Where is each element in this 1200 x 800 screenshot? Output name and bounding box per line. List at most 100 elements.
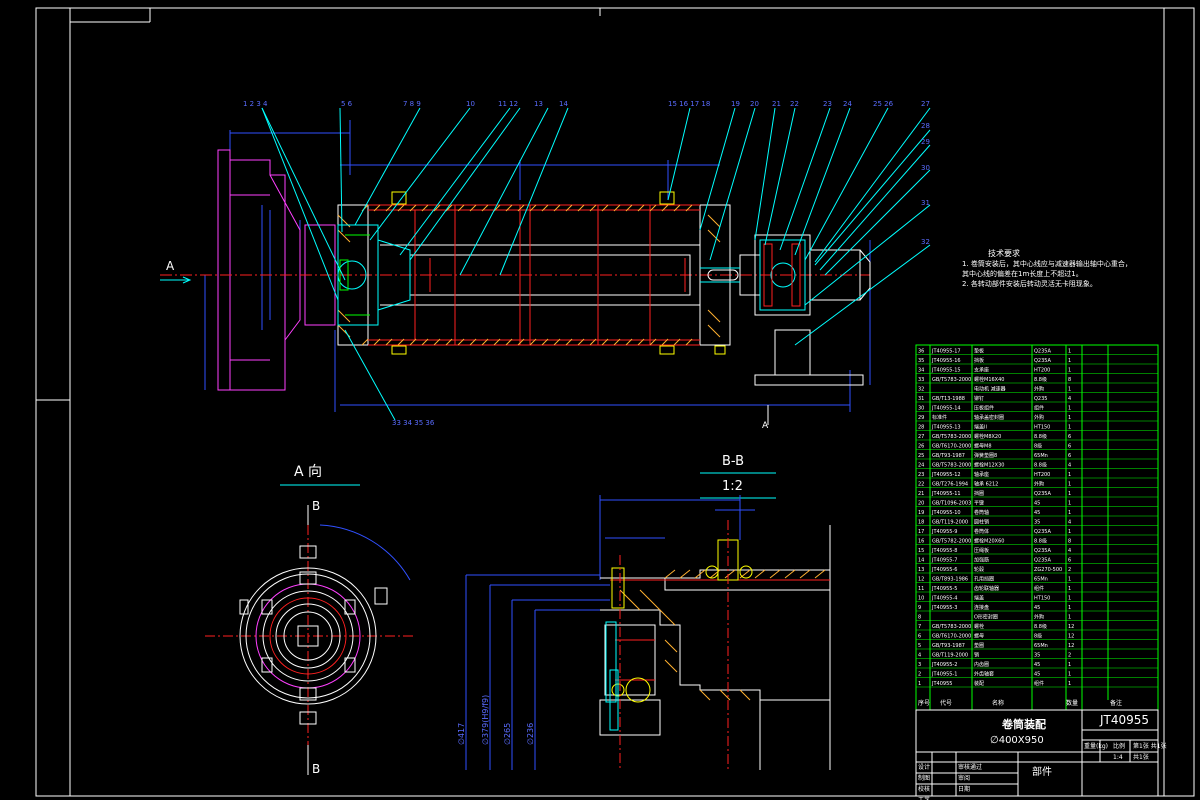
parts-cell-qty: 6 [1068, 434, 1071, 440]
parts-cell-mat: 65Mn [1034, 577, 1048, 583]
parts-cell-mat: Q235 [1034, 396, 1047, 402]
tech-note-2: 2. 各转动部件安装后转动灵活无卡阻现象。 [962, 279, 1097, 288]
parts-cell-qty: 1 [1068, 491, 1071, 497]
parts-cell-mat: 组件 [1034, 585, 1044, 592]
parts-cell-code: JT40955-16 [931, 358, 961, 364]
parts-cell-mat: HT200 [1034, 472, 1050, 478]
parts-cell-mat: 65Mn [1034, 643, 1048, 649]
parts-cell-name: 卷筒体 [974, 528, 989, 535]
balloon-11-12: 11 12 [498, 100, 518, 108]
parts-cell-code: JT40955 [931, 681, 952, 687]
parts-cell-mat: 45 [1034, 501, 1040, 507]
parts-cell-qty: 2 [1068, 653, 1071, 659]
parts-cell-qty: 4 [1068, 520, 1071, 526]
parts-cell-mat: 组件 [1034, 680, 1044, 687]
parts-cell-no: 27 [918, 434, 924, 440]
parts-cell-name: 轴承座 [974, 471, 989, 478]
balloon-7-9: 7 8 9 [403, 100, 421, 108]
tech-note-1: 1. 卷筒安装后，其中心线应与减速器输出轴中心重合， [962, 259, 1132, 268]
parts-cell-name: 电动机 减速器 [974, 386, 1006, 393]
parts-cell-qty: 1 [1068, 615, 1071, 621]
signature-rows: 设计审核通过制图审阅校核日期工艺 [918, 763, 982, 800]
drawing-spec: ∅400X950 [990, 735, 1044, 746]
parts-cell-code: JT40955-1 [931, 672, 957, 678]
parts-cell-qty: 1 [1068, 501, 1071, 507]
parts-cell-mat: 8.8级 [1034, 433, 1047, 440]
parts-cell-no: 14 [918, 558, 924, 564]
parts-cell-code: JT40955-8 [931, 548, 957, 554]
balloon-labels: 1 2 3 4 5 6 7 8 9 10 11 12 13 14 15 16 1… [243, 100, 930, 427]
parts-cell-code: JT40955-3 [931, 605, 957, 611]
scale-label: 比例 [1113, 742, 1125, 750]
parts-cell-mat: 8.8级 [1034, 376, 1047, 383]
view-arrow-a-left: A [166, 259, 175, 273]
view-arrow-a-bottom: A [762, 421, 769, 431]
section-dimensions: ∅417 ∅379(H9/f9) ∅265 ∅236 [457, 695, 535, 745]
parts-cell-name: 销 [974, 652, 979, 659]
balloon-5-6: 5 6 [341, 100, 353, 108]
sheet-label: 第1张 共1张 [1133, 742, 1167, 750]
parts-cell-mat: HT150 [1034, 596, 1050, 602]
parts-cell-no: 28 [918, 425, 924, 431]
parts-cell-qty: 1 [1068, 387, 1071, 393]
parts-cell-qty: 1 [1068, 482, 1071, 488]
balloon-25-26: 25 26 [873, 100, 894, 108]
parts-cell-no: 7 [918, 624, 921, 630]
parts-cell-qty: 1 [1068, 529, 1071, 535]
parts-cell-qty: 4 [1068, 396, 1071, 402]
parts-cell-mat: Q235A [1034, 491, 1051, 497]
header-qty: 数量 [1066, 699, 1078, 707]
parts-cell-mat: 45 [1034, 510, 1040, 516]
parts-cell-name: 装配 [974, 680, 984, 687]
parts-cell-no: 12 [918, 577, 924, 583]
weight-label: 重量(kg) [1084, 742, 1108, 750]
dim-d379: ∅379(H9/f9) [481, 695, 490, 745]
parts-cell-code: 标准件 [932, 414, 947, 421]
parts-cell-name: 端盖II [974, 424, 987, 431]
parts-cell-qty: 6 [1068, 453, 1071, 459]
header-code: 代号 [940, 699, 952, 707]
parts-cell-name: 轴承盖密封圈 [974, 414, 1004, 421]
parts-cell-code: JT40955-15 [931, 368, 961, 374]
parts-cell-no: 34 [918, 368, 924, 374]
parts-cell-mat: 8级 [1034, 443, 1042, 450]
parts-cell-mat: 8.8级 [1034, 462, 1047, 469]
parts-cell-no: 29 [918, 415, 924, 421]
parts-cell-qty: 1 [1068, 596, 1071, 602]
parts-cell-no: 19 [918, 510, 924, 516]
balloon-30: 30 [921, 164, 930, 172]
scale-value: 1:4 [1113, 754, 1123, 761]
header-name: 名称 [992, 699, 1004, 707]
parts-cell-name: 平键 [974, 500, 984, 507]
parts-cell-mat: Q235A [1034, 358, 1051, 364]
parts-cell-name: 齿轮联轴器 [974, 585, 999, 592]
balloon-10: 10 [466, 100, 475, 108]
parts-cell-name: 加强筋 [974, 557, 989, 564]
parts-cell-qty: 1 [1068, 368, 1071, 374]
drawing-frame [35, 7, 1195, 797]
signature-role: 工艺 [918, 796, 930, 800]
parts-cell-code: JT40955-12 [931, 472, 961, 478]
parts-cell-name: 支承座 [974, 367, 989, 374]
balloon-13: 13 [534, 100, 543, 108]
parts-cell-code: JT40955-14 [931, 406, 961, 412]
section-scale: 1:2 [722, 479, 743, 494]
parts-cell-mat: Q235A [1034, 529, 1051, 535]
balloon-14: 14 [559, 100, 568, 108]
balloon-22: 22 [790, 100, 799, 108]
parts-cell-qty: 8 [1068, 539, 1071, 545]
parts-cell-qty: 12 [1068, 643, 1074, 649]
parts-cell-name: 垫板 [974, 348, 984, 355]
view-a-label: A 向 [294, 464, 322, 480]
parts-cell-mat: 45 [1034, 662, 1040, 668]
parts-cell-no: 33 [918, 377, 924, 383]
parts-cell-name: 圆柱销 [974, 519, 989, 526]
parts-cell-no: 26 [918, 444, 924, 450]
parts-cell-code: JT40955-17 [931, 349, 961, 355]
parts-cell-mat: Q235A [1034, 558, 1051, 564]
parts-cell-mat: Q235A [1034, 548, 1051, 554]
parts-cell-code: GB/T5783-2000 [932, 463, 971, 469]
parts-cell-no: 36 [918, 349, 924, 355]
balloon-23: 23 [823, 100, 832, 108]
